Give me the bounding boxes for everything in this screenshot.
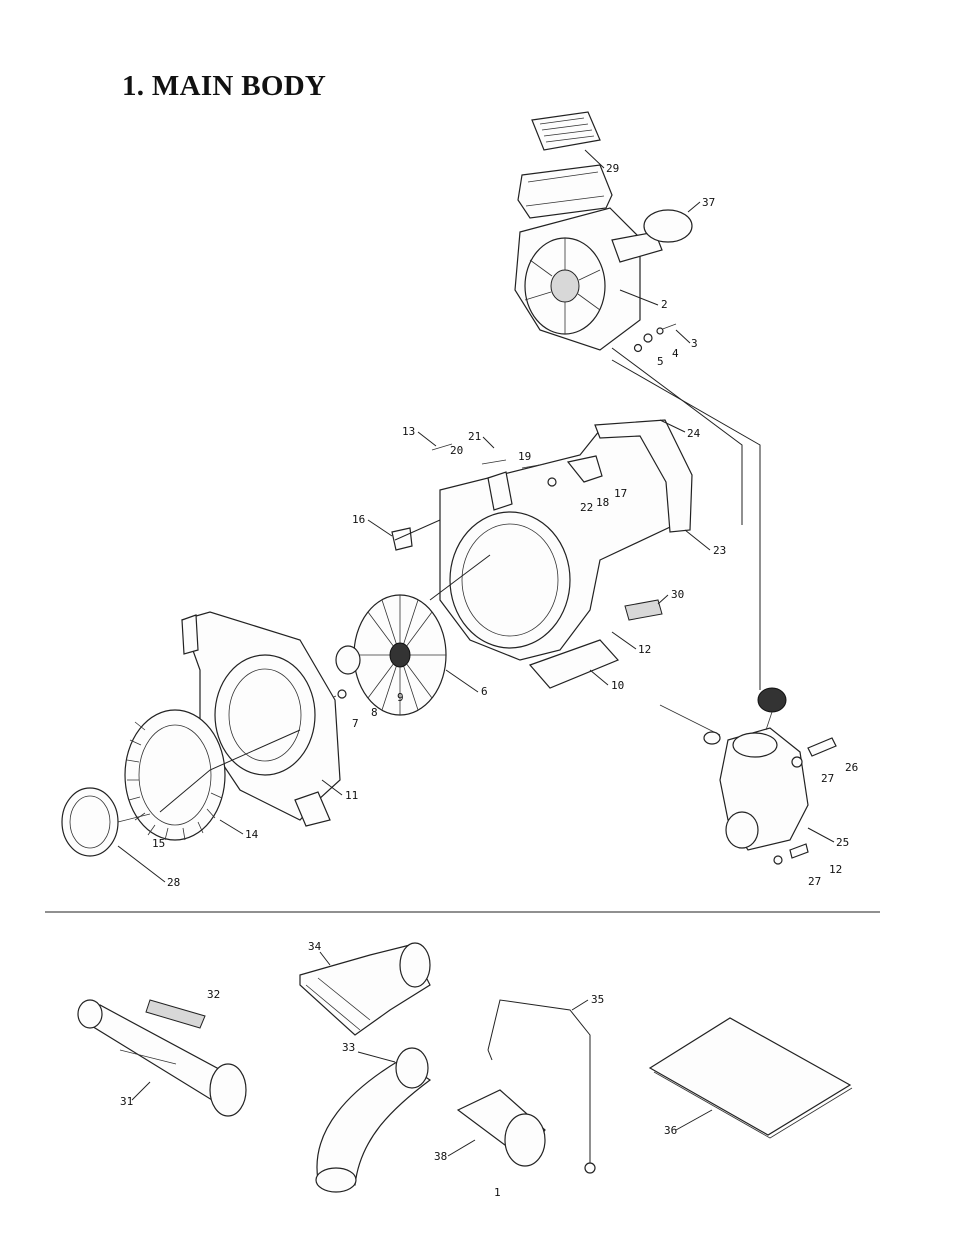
part-cap-28 bbox=[61, 787, 119, 857]
callout-10: 10 bbox=[611, 679, 624, 692]
callout-21: 21 bbox=[468, 430, 481, 443]
callout-25: 25 bbox=[836, 836, 849, 849]
callout-14: 14 bbox=[245, 828, 259, 841]
part-screw-15 bbox=[117, 813, 151, 823]
part-fan-impeller bbox=[353, 594, 447, 716]
callout-28: 28 bbox=[167, 876, 180, 889]
part-label-plate bbox=[531, 111, 601, 151]
callout-3: 3 bbox=[691, 337, 698, 350]
part-adapter-38 bbox=[456, 1089, 546, 1167]
callout-16: 16 bbox=[352, 513, 365, 526]
callout-4: 4 bbox=[672, 347, 679, 360]
callout-12: 12 bbox=[638, 643, 651, 656]
callout-37: 37 bbox=[702, 196, 715, 209]
part-rod bbox=[659, 704, 721, 745]
callout-27-lower: 27 bbox=[808, 875, 821, 888]
callout-8: 8 bbox=[371, 706, 378, 719]
part-bend-33 bbox=[315, 1047, 432, 1193]
callout-15: 15 bbox=[152, 837, 165, 850]
part-louver-ring bbox=[124, 709, 226, 841]
callout-30: 30 bbox=[671, 588, 684, 601]
callout-20: 20 bbox=[450, 444, 463, 457]
part-label-32 bbox=[145, 999, 206, 1029]
part-strap-35 bbox=[487, 999, 596, 1174]
part-manual-36 bbox=[648, 1017, 853, 1139]
part-small-parts-17-22 bbox=[431, 443, 603, 511]
part-bolt-12-27 bbox=[773, 843, 809, 865]
callout-27-upper: 27 bbox=[821, 772, 834, 785]
callout-35: 35 bbox=[591, 993, 604, 1006]
callout-7: 7 bbox=[352, 717, 359, 730]
callout-leaders bbox=[117, 149, 835, 1157]
callout-17: 17 bbox=[614, 487, 627, 500]
callout-18: 18 bbox=[596, 496, 609, 509]
part-air-cleaner-cover bbox=[517, 164, 613, 219]
callout-23: 23 bbox=[713, 544, 726, 557]
callout-34: 34 bbox=[308, 940, 322, 953]
callout-32: 32 bbox=[207, 988, 220, 1001]
callout-labels: 29 37 2 3 4 5 24 13 21 20 19 18 22 17 16… bbox=[120, 162, 858, 1199]
callout-26: 26 bbox=[845, 761, 858, 774]
part-knob bbox=[757, 687, 787, 731]
assembly-lines bbox=[159, 347, 761, 813]
callout-24: 24 bbox=[687, 427, 701, 440]
callout-29: 29 bbox=[606, 162, 619, 175]
callout-38: 38 bbox=[434, 1150, 447, 1163]
part-fan-case bbox=[439, 419, 693, 661]
part-screws-3-4-5 bbox=[633, 323, 677, 353]
part-label-30 bbox=[624, 599, 663, 621]
page-mark: 1 bbox=[494, 1186, 501, 1199]
part-recoil-starter-housing bbox=[514, 207, 693, 351]
callout-12-lower: 12 bbox=[829, 863, 842, 876]
callout-2: 2 bbox=[661, 298, 668, 311]
part-pipe-31 bbox=[77, 999, 247, 1117]
part-nozzle-34 bbox=[299, 942, 431, 1036]
part-elbow-25 bbox=[719, 727, 809, 851]
part-washer-9 bbox=[335, 645, 361, 675]
callout-11: 11 bbox=[345, 789, 358, 802]
callout-33: 33 bbox=[342, 1041, 355, 1054]
callout-13: 13 bbox=[402, 425, 415, 438]
part-fan-cover-10 bbox=[528, 639, 620, 689]
callout-19: 19 bbox=[518, 450, 531, 463]
callout-22: 22 bbox=[580, 501, 593, 514]
part-bracket-16 bbox=[391, 527, 413, 551]
callout-5: 5 bbox=[657, 355, 664, 368]
part-bolt-26 bbox=[791, 737, 837, 768]
callout-36: 36 bbox=[664, 1124, 677, 1137]
page-title: 1. MAIN BODY bbox=[122, 70, 327, 102]
callout-6: 6 bbox=[481, 685, 488, 698]
part-blower-housing bbox=[181, 611, 341, 827]
callout-31: 31 bbox=[120, 1095, 133, 1108]
callout-9: 9 bbox=[397, 691, 404, 704]
